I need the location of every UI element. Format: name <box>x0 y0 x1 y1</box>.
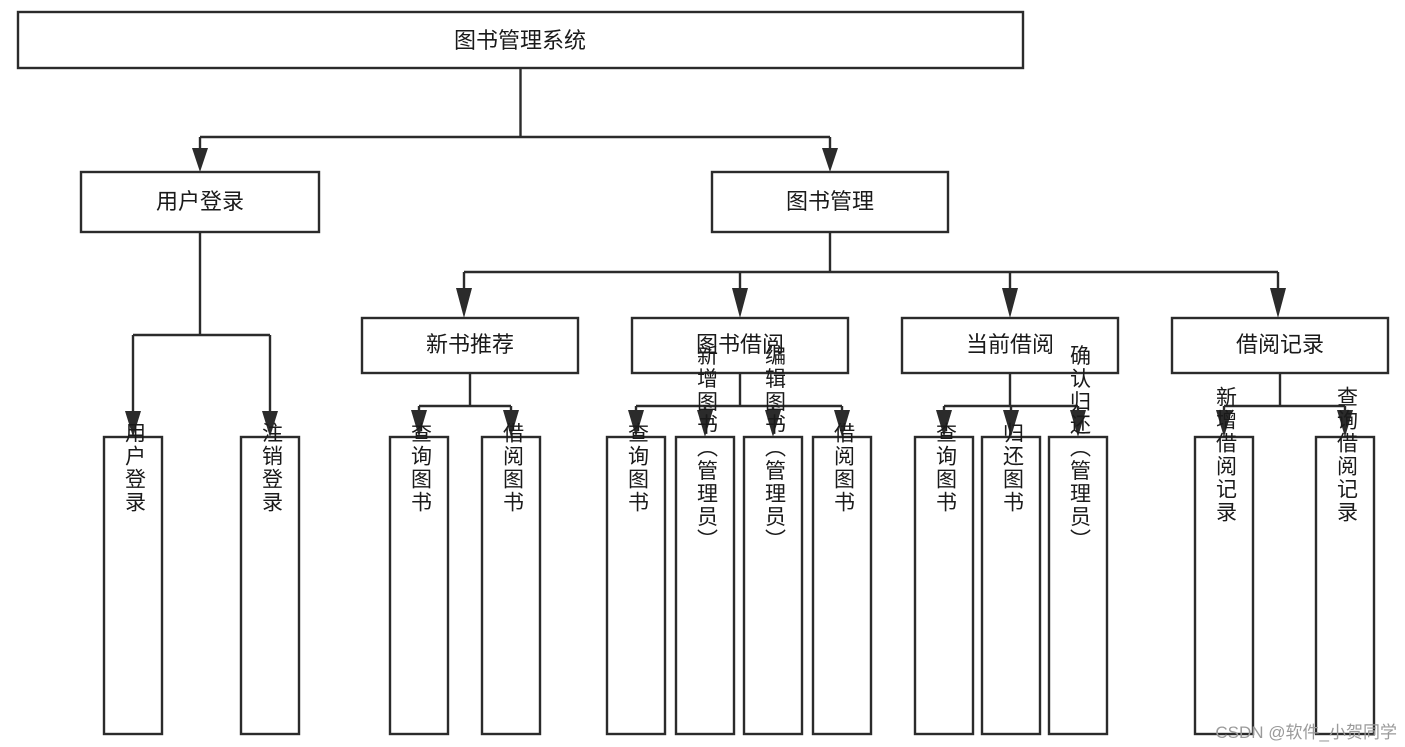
node-leaf-current-confirm-box[interactable] <box>1047 435 1109 736</box>
arrow-bookborrow-leaf-1 <box>628 410 644 437</box>
node-leaf-logout-label: 注销登录 <box>259 422 283 514</box>
arrow-to-leaf-logout <box>262 411 278 437</box>
node-leaf-borrow-query-label: 查询图书 <box>625 422 649 514</box>
node-book-manage-box[interactable] <box>710 170 950 234</box>
arrow-to-new-book-recommend <box>456 288 472 318</box>
node-user-login[interactable]: 用户登录 <box>79 170 321 234</box>
node-leaf-current-return-label: 归还图书 <box>1000 422 1024 514</box>
node-leaf-newbook-query-label: 查询图书 <box>408 422 432 514</box>
node-leaf-borrow-add-box[interactable] <box>674 435 736 736</box>
node-new-book-recommend[interactable]: 新书推荐 <box>360 316 580 375</box>
node-leaf-user-login-box[interactable] <box>102 435 164 736</box>
arrow-to-book-borrow <box>732 288 748 318</box>
node-root-box[interactable] <box>16 10 1025 70</box>
node-leaf-borrow-query[interactable]: 查询图书 <box>605 422 667 736</box>
node-leaf-borrow-edit-label: 编辑图书（管理员） <box>762 345 786 552</box>
node-book-borrow-label: 图书借阅 <box>696 332 784 357</box>
node-leaf-borrow-edit[interactable]: 编辑图书（管理员） <box>742 345 804 736</box>
arrow-borrowrecord-leaf-1 <box>1216 410 1232 437</box>
node-current-borrow-box[interactable] <box>900 316 1120 375</box>
node-book-manage-label: 图书管理 <box>786 189 874 214</box>
node-leaf-newbook-query-box[interactable] <box>388 435 450 736</box>
arrow-currentborrow-leaf-1 <box>936 410 952 437</box>
node-leaf-borrow-book[interactable]: 借阅图书 <box>811 422 873 736</box>
node-borrow-record[interactable]: 借阅记录 <box>1170 316 1390 375</box>
node-leaf-current-return[interactable]: 归还图书 <box>980 422 1042 736</box>
node-leaf-current-query-label: 查询图书 <box>933 422 957 514</box>
node-leaf-user-login[interactable]: 用户登录 <box>102 422 164 736</box>
node-borrow-record-label: 借阅记录 <box>1236 332 1324 357</box>
node-leaf-current-confirm-label: 确认归还（管理员） <box>1067 345 1091 552</box>
node-leaf-newbook-borrow[interactable]: 借阅图书 <box>480 422 542 736</box>
arrow-currentborrow-leaf-3 <box>1070 410 1086 437</box>
node-leaf-logout-box[interactable] <box>239 435 301 736</box>
node-root[interactable]: 图书管理系统 <box>16 10 1025 70</box>
arrow-bookborrow-leaf-3 <box>765 410 781 437</box>
node-leaf-borrow-edit-box[interactable] <box>742 435 804 736</box>
node-new-book-recommend-box[interactable] <box>360 316 580 375</box>
node-root-label: 图书管理系统 <box>454 28 586 53</box>
node-leaf-newbook-query[interactable]: 查询图书 <box>388 422 450 736</box>
node-leaf-current-return-box[interactable] <box>980 435 1042 736</box>
node-leaf-logout[interactable]: 注销登录 <box>239 422 301 736</box>
node-user-login-box[interactable] <box>79 170 321 234</box>
node-leaf-current-query[interactable]: 查询图书 <box>913 422 975 736</box>
node-leaf-record-add[interactable]: 新增借阅记录 <box>1193 386 1255 736</box>
node-leaf-borrow-book-box[interactable] <box>811 435 873 736</box>
node-leaf-newbook-borrow-label: 借阅图书 <box>500 422 524 514</box>
arrow-to-current-borrow <box>1002 288 1018 318</box>
node-leaf-current-confirm[interactable]: 确认归还（管理员） <box>1047 345 1109 736</box>
arrow-to-user-login <box>192 148 208 172</box>
node-user-login-label: 用户登录 <box>156 189 244 214</box>
node-leaf-record-add-box[interactable] <box>1193 435 1255 736</box>
node-leaf-record-query-box[interactable] <box>1314 435 1376 736</box>
node-book-manage[interactable]: 图书管理 <box>710 170 950 234</box>
node-leaf-newbook-borrow-box[interactable] <box>480 435 542 736</box>
arrow-newbook-leaf-1 <box>411 410 427 437</box>
node-leaf-record-query-label: 查询借阅记录 <box>1334 386 1358 524</box>
connector-layer <box>125 68 1353 437</box>
node-leaf-record-add-label: 新增借阅记录 <box>1213 386 1237 524</box>
node-leaf-current-query-box[interactable] <box>913 435 975 736</box>
node-leaf-borrow-add[interactable]: 新增图书（管理员） <box>674 345 736 736</box>
arrow-bookborrow-leaf-2 <box>697 410 713 437</box>
node-leaf-borrow-book-label: 借阅图书 <box>831 422 855 514</box>
node-new-book-recommend-label: 新书推荐 <box>426 332 514 357</box>
node-leaf-borrow-query-box[interactable] <box>605 435 667 736</box>
arrow-currentborrow-leaf-2 <box>1003 410 1019 437</box>
node-leaf-user-login-label: 用户登录 <box>122 422 146 514</box>
arrow-borrowrecord-leaf-2 <box>1337 410 1353 437</box>
node-leaf-borrow-add-label: 新增图书（管理员） <box>694 345 718 552</box>
arrow-newbook-leaf-2 <box>503 410 519 437</box>
arrow-to-borrow-record <box>1270 288 1286 318</box>
node-book-borrow-box[interactable] <box>630 316 850 375</box>
node-current-borrow-label: 当前借阅 <box>966 332 1054 357</box>
arrow-to-book-manage <box>822 148 838 172</box>
arrow-to-leaf-user-login <box>125 411 141 437</box>
node-leaf-record-query[interactable]: 查询借阅记录 <box>1314 386 1376 736</box>
node-book-borrow[interactable]: 图书借阅 <box>630 316 850 375</box>
arrow-bookborrow-leaf-4 <box>834 410 850 437</box>
node-current-borrow[interactable]: 当前借阅 <box>900 316 1120 375</box>
node-borrow-record-box[interactable] <box>1170 316 1390 375</box>
